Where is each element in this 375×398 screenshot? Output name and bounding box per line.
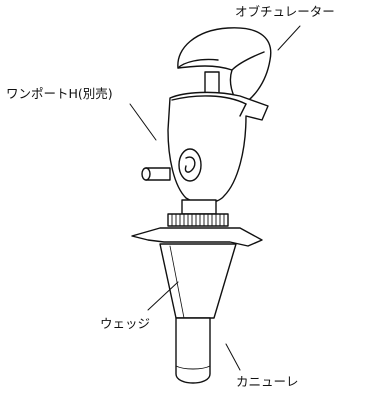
knurled-ring	[167, 213, 229, 227]
wedge-cone	[159, 243, 237, 319]
one-port-body	[167, 91, 269, 204]
connector-neck	[181, 199, 217, 215]
label-wedge: ウェッジ	[100, 316, 151, 331]
label-obturator: オブチュレーター	[235, 4, 335, 19]
cannula-tube	[175, 317, 211, 384]
leader-lines	[129, 25, 301, 371]
label-cannula: カニューレ	[236, 374, 299, 389]
flange	[131, 227, 263, 247]
side-port	[141, 167, 171, 181]
obturator-cap	[177, 27, 272, 107]
leader-obturator	[277, 25, 301, 51]
leader-cannula	[225, 343, 241, 371]
leader-one-port	[129, 103, 157, 141]
label-one-port: ワンポートH(別売)	[6, 86, 113, 101]
leader-wedge	[147, 281, 179, 311]
